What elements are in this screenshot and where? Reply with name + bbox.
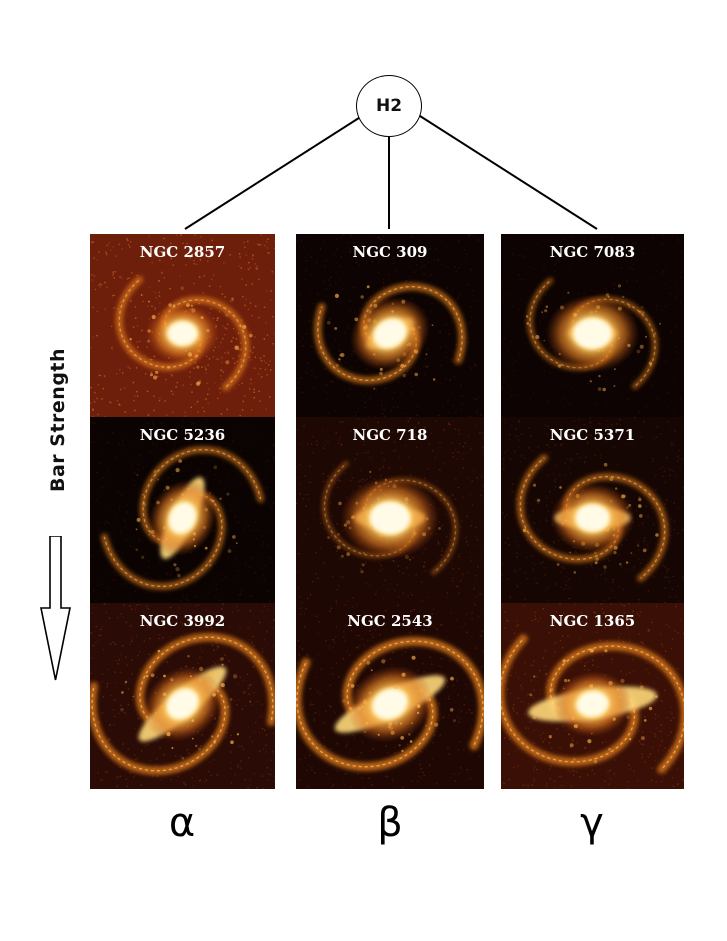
galaxy-label: NGC 1365 bbox=[549, 612, 636, 630]
galaxy-panel-r0c2: NGC 7083 bbox=[501, 234, 684, 417]
galaxy-image bbox=[90, 234, 275, 417]
galaxy-image bbox=[501, 417, 684, 603]
column-label-alpha: α bbox=[168, 800, 196, 846]
h2-node-label: H2 bbox=[375, 96, 403, 116]
bar-strength-axis-label: Bar Strength bbox=[47, 347, 69, 493]
galaxy-label: NGC 5371 bbox=[549, 426, 636, 444]
galaxy-label: NGC 5236 bbox=[139, 426, 226, 444]
column-label-beta: β bbox=[377, 800, 403, 846]
column-label-gamma: γ bbox=[580, 800, 604, 846]
galaxy-label: NGC 718 bbox=[352, 426, 428, 444]
galaxy-image bbox=[296, 234, 484, 417]
galaxy-label: NGC 2543 bbox=[347, 612, 433, 630]
connector-alpha bbox=[184, 115, 363, 230]
h2-node: H2 bbox=[356, 75, 422, 137]
connector-gamma bbox=[419, 115, 598, 230]
galaxy-panel-r2c2: NGC 1365 bbox=[501, 603, 684, 789]
galaxy-label: NGC 3992 bbox=[139, 612, 226, 630]
galaxy-panel-r0c0: NGC 2857 bbox=[90, 234, 275, 417]
galaxy-panel-r0c1: NGC 309 bbox=[296, 234, 484, 417]
galaxy-image bbox=[90, 603, 275, 789]
galaxy-panel-r1c0: NGC 5236 bbox=[90, 417, 275, 603]
galaxy-panel-r2c0: NGC 3992 bbox=[90, 603, 275, 789]
galaxy-image bbox=[501, 234, 684, 417]
galaxy-label: NGC 7083 bbox=[549, 243, 636, 261]
galaxy-image bbox=[501, 603, 684, 789]
down-arrow-icon bbox=[40, 536, 71, 681]
galaxy-label: NGC 309 bbox=[352, 243, 428, 261]
galaxy-panel-r1c1: NGC 718 bbox=[296, 417, 484, 603]
galaxy-panel-r2c1: NGC 2543 bbox=[296, 603, 484, 789]
galaxy-image bbox=[296, 417, 484, 603]
galaxy-image bbox=[90, 417, 275, 603]
galaxy-image bbox=[296, 603, 484, 789]
galaxy-panel-r1c2: NGC 5371 bbox=[501, 417, 684, 603]
galaxy-label: NGC 2857 bbox=[139, 243, 226, 261]
